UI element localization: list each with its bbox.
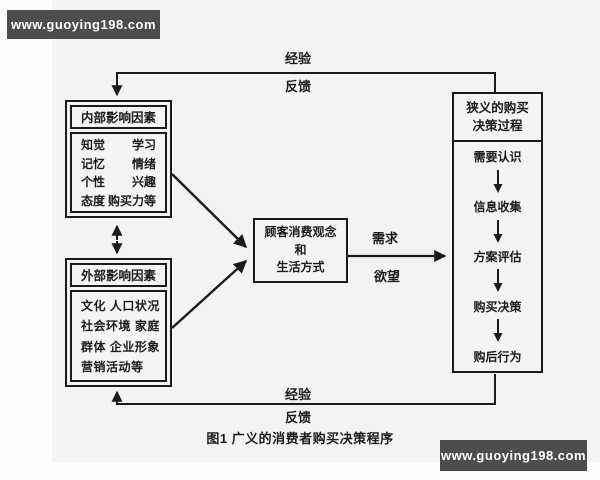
decision-steps: 需要认识 信息收集 方案评估 购买决策 购后行为 [454, 142, 541, 371]
down-arrow-icon [493, 269, 502, 293]
decision-process-title: 狭义的购买 决策过程 [454, 94, 541, 142]
decision-step: 购买决策 [473, 299, 522, 314]
watermark-banner-top-left: www.guoying198.com [7, 10, 160, 39]
watermark-url: www.guoying198.com [10, 17, 157, 32]
figure-caption: 图1 广义的消费者购买决策程序 [206, 431, 394, 446]
top-loop-feedback-label: 反馈 [284, 79, 311, 94]
desire-label: 欲望 [373, 269, 400, 284]
down-arrow-icon [493, 169, 502, 193]
center-box-line: 生活方式 [276, 260, 325, 275]
down-arrow-icon [493, 219, 502, 243]
watermark-banner-bottom-right: www.guoying198.com [440, 440, 587, 471]
center-box-line: 和 [294, 242, 307, 257]
internal-factors-box: 内部影响因素 知觉 学习 记忆 情绪 个性 兴趣 态度 购买力等 [65, 100, 172, 218]
decision-step: 信息收集 [473, 200, 522, 215]
internal-factors-title: 内部影响因素 [70, 105, 167, 129]
external-factors-box: 外部影响因素 文化 人口状况 社会环境 家庭 群体 企业形象 营销活动等 [65, 258, 172, 387]
decision-step: 需要认识 [473, 150, 522, 165]
decision-process-box: 狭义的购买 决策过程 需要认识 信息收集 方案评估 购买决策 [452, 92, 543, 373]
list-item: 个性 兴趣 [81, 175, 156, 190]
center-box-line: 顾客消费观念 [264, 225, 337, 240]
list-item: 态度 购买力等 [81, 193, 156, 208]
list-item: 营销活动等 [81, 360, 144, 375]
decision-step: 购后行为 [473, 349, 522, 364]
list-item: 知觉 学习 [81, 138, 156, 153]
list-item: 记忆 情绪 [81, 156, 156, 171]
watermark-url: www.guoying198.com [440, 448, 587, 463]
bottom-loop-feedback-label: 反馈 [284, 410, 311, 425]
list-item: 文化 人口状况 [81, 298, 160, 313]
list-item: 社会环境 家庭 [81, 319, 160, 334]
external-factors-list: 文化 人口状况 社会环境 家庭 群体 企业形象 营销活动等 [70, 290, 167, 382]
internal-factors-list: 知觉 学习 记忆 情绪 个性 兴趣 态度 购买力等 [70, 132, 167, 213]
down-arrow-icon [493, 319, 502, 343]
decision-step: 方案评估 [473, 249, 522, 264]
list-item: 群体 企业形象 [81, 339, 160, 354]
external-factors-title: 外部影响因素 [70, 263, 167, 287]
bottom-loop-experience-label: 经验 [284, 387, 311, 402]
demand-label: 需求 [371, 231, 398, 246]
top-loop-experience-label: 经验 [284, 51, 311, 66]
consumption-concept-box: 顾客消费观念 和 生活方式 [253, 218, 348, 283]
